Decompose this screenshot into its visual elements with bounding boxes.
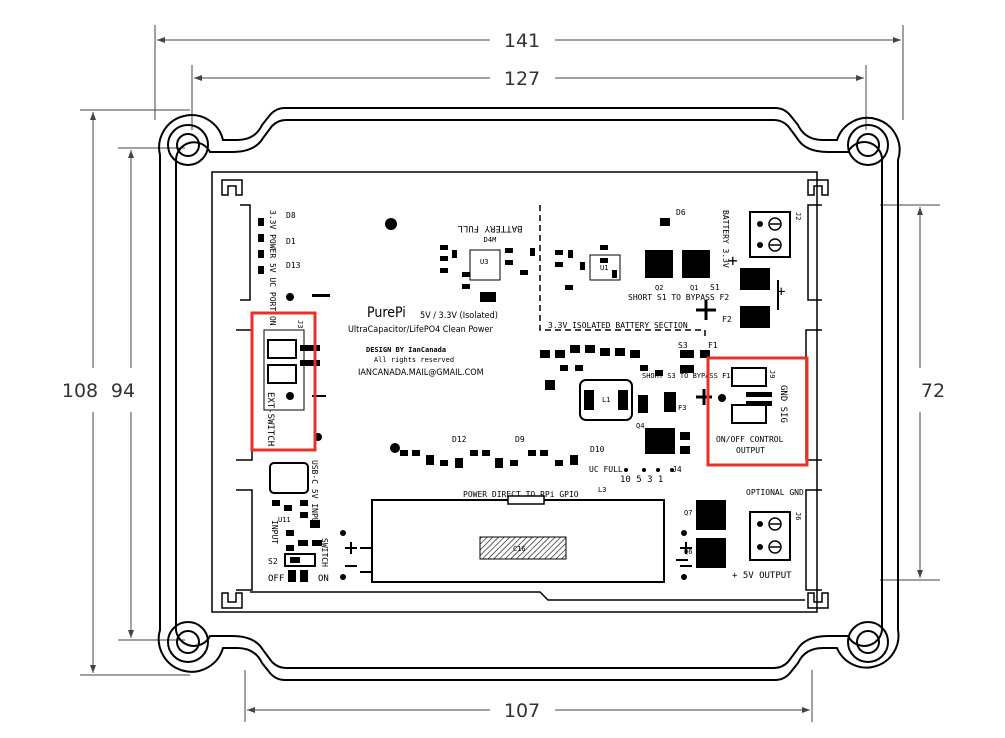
ref-d9: D9	[515, 435, 525, 444]
board-content: 3.3V POWER 5V UC PORT ON D8 D1 D13 BATTE…	[258, 205, 804, 584]
ref-j9: J9	[768, 370, 776, 378]
on-off-control-label: ON/OFF CONTROL	[716, 435, 784, 444]
dim-height-inner: 94	[111, 380, 135, 402]
design-by: DESIGN BY IanCanada	[366, 346, 446, 354]
switch-label: SWITCH	[320, 538, 329, 567]
short-s3-label: SHORT S3 TO BYPASS F1	[642, 372, 731, 380]
out-5v-label: + 5V OUTPUT	[732, 571, 792, 581]
isolated-section-label: 3.3V ISOLATED BATTERY SECTION	[548, 321, 688, 330]
ref-j2: J2	[794, 212, 802, 220]
short-s1-label: SHORT S1 TO BYPASS F2	[628, 293, 729, 302]
ref-u11: U11	[278, 516, 291, 524]
dimension-arrows	[90, 37, 923, 713]
board-title: PurePi	[367, 305, 406, 321]
on-off-output-label: OUTPUT	[736, 446, 765, 455]
dimension-lines	[80, 25, 940, 722]
f2-plus-sign: +	[777, 284, 785, 300]
ref-c16: C16	[513, 545, 526, 553]
rights: All rights reserved	[374, 356, 454, 364]
highlight-ext-switch[interactable]	[250, 311, 317, 452]
ref-j4: J4	[672, 465, 682, 474]
ref-d4m: D4M	[484, 236, 497, 244]
ref-q1: Q1	[690, 284, 698, 292]
ref-d10: D10	[590, 445, 605, 454]
pin-header-label: 10 5 3 1	[620, 475, 663, 485]
off-label: OFF	[268, 574, 284, 584]
ref-d6: D6	[676, 208, 686, 217]
ref-d1: D1	[286, 237, 296, 246]
ref-l3: L3	[598, 486, 606, 494]
ref-u3: U3	[480, 258, 488, 266]
ref-d8: D8	[286, 211, 296, 220]
on-label: ON	[318, 574, 329, 584]
dim-width-inner: 127	[504, 68, 540, 90]
ref-d12: D12	[452, 435, 467, 444]
gnd-sig-label: GND SIG	[778, 385, 788, 423]
ref-q7: Q7	[684, 509, 692, 517]
ref-q2: Q2	[655, 284, 663, 292]
highlight-on-off-control[interactable]	[706, 356, 809, 467]
ext-switch-label: EXT-SWITCH	[265, 392, 275, 446]
optional-gnd-label: OPTIONAL GND	[746, 488, 804, 497]
ref-f2: F2	[722, 315, 732, 324]
led-labels: 3.3V POWER 5V UC PORT ON	[268, 210, 277, 326]
ref-l1: L1	[602, 396, 610, 404]
ref-u1: U1	[600, 264, 608, 272]
ref-q4: Q4	[636, 422, 644, 430]
ref-s3: S3	[678, 341, 688, 350]
ref-s1: S1	[710, 283, 720, 292]
email: IANCANADA.MAIL@GMAIL.COM	[358, 368, 484, 378]
battery-3v3-label: BATTERY 3.3V	[721, 210, 730, 268]
dim-height-outer: 108	[62, 380, 98, 402]
ref-q6: Q6	[684, 548, 692, 556]
usb-c-label: USB-C 5V INPUT	[310, 460, 319, 528]
ref-f1: F1	[708, 341, 718, 350]
ref-j6: J6	[794, 512, 802, 520]
j2-plus-sign: +	[728, 251, 738, 270]
dim-width-bottom: 107	[504, 700, 540, 722]
board-tagline: UltraCapacitor/LifePO4 Clean Power	[348, 325, 493, 335]
input-label: INPUT	[270, 520, 279, 544]
ref-j3: J3	[296, 320, 304, 328]
board-subtitle: 5V / 3.3V (Isolated)	[420, 311, 498, 321]
battery-full-label: BATTERY FULL	[457, 223, 522, 233]
ref-f3: F3	[678, 404, 686, 412]
uc-full-label: UC FULL	[589, 465, 623, 474]
ref-d13: D13	[286, 261, 301, 270]
board-outline	[157, 107, 901, 681]
dim-width-top: 141	[504, 30, 540, 52]
power-direct-label: POWER DIRECT TO RPi GPIO	[463, 490, 579, 499]
dim-height-right: 72	[921, 380, 945, 402]
ref-s2: S2	[268, 557, 278, 566]
